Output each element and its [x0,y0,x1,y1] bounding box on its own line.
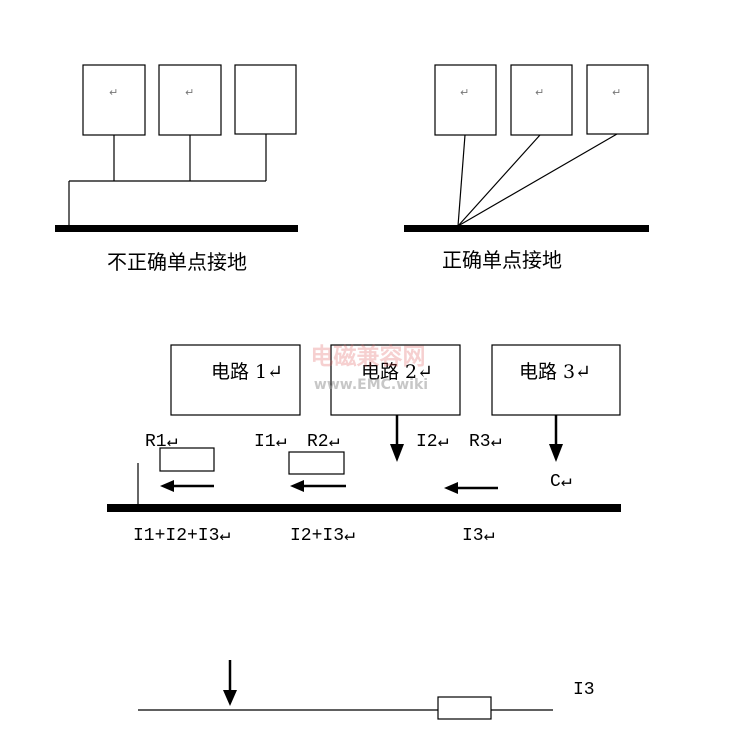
segment-2-current-label: I2+I3↵ [290,526,355,546]
bottom-path-diagram: I3 [138,660,595,720]
segment-1-current-label: I1+I2+I3↵ [133,526,230,546]
left-arrow-icon [290,480,304,492]
ground-bar [107,504,621,512]
return-mark: ↵ [612,86,621,99]
return-mark: ↵ [460,86,469,99]
circuit-2-box [330,344,461,416]
left-arrow-icon [160,480,174,492]
i2-label: I2↵ [416,432,449,452]
resistor-r1 [159,447,215,472]
watermark-cn: 电磁兼容网 [311,343,426,370]
ground-bar [55,225,298,232]
return-mark: ↵ [185,86,194,99]
incorrect-grounding-diagram: ↵ ↵ 不正确单点接地 [55,64,298,274]
resistor-r2 [288,451,345,475]
circuit-box-1 [434,64,497,136]
star-wire-1 [457,134,466,227]
i3-label: I3 [573,680,595,700]
segment-3-current-label: I3↵ [462,526,495,546]
circuit-box-1 [82,64,146,136]
ground-bar [404,225,649,232]
return-mark: ↵ [535,86,544,99]
star-wire-3 [457,133,618,227]
correct-caption: 正确单点接地 [442,248,562,272]
circuit-1-box [170,344,301,416]
watermark-url: www.EMC.wiki [314,377,428,393]
circuit-box-3 [586,64,649,135]
down-arrow-icon [223,690,237,706]
circuit-3-box [491,344,621,416]
circuit-box-2 [158,64,222,136]
r3-label: R3↵ [469,432,502,452]
circuit-box-3 [234,64,297,135]
circuit-3-label: 电路 3↵ [519,361,591,383]
circuit-box-2 [510,64,573,136]
circuit-1-label: 电路 1↵ [211,361,283,383]
left-arrow-icon [444,482,458,494]
i1-label: I1↵ [254,432,287,452]
incorrect-caption: 不正确单点接地 [107,250,247,274]
star-wire-2 [457,134,541,227]
correct-grounding-diagram: ↵ ↵ ↵ 正确单点接地 [404,64,649,272]
circuit-2-label: 电路 2↵ [361,361,433,383]
down-arrow-icon [390,444,404,462]
resistor [437,696,492,720]
return-mark: ↵ [109,86,118,99]
series-ground-diagram: 电路 1↵ 电路 2↵ 电路 3↵ 电磁兼容网 www.EMC.wiki R1↵… [107,343,621,546]
down-arrow-icon [549,444,563,462]
r1-label: R1↵ [145,432,178,452]
r2-label: R2↵ [307,432,340,452]
c-label: C↵ [550,472,572,492]
